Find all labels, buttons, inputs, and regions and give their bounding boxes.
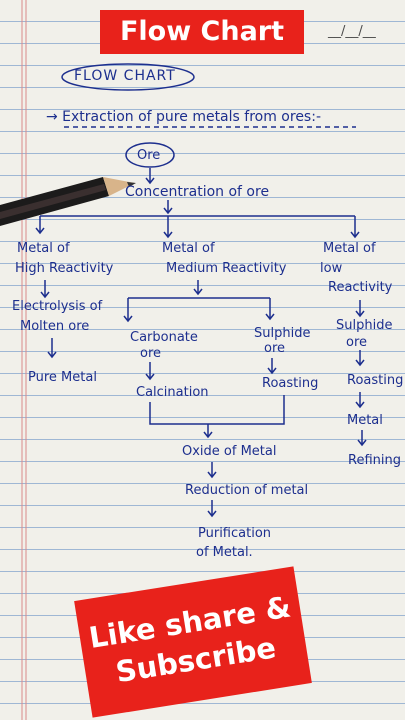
node-refining: Refining (348, 453, 401, 468)
chart-heading: FLOW CHART (74, 68, 176, 84)
ore-oval (125, 142, 175, 168)
node-electrolysis-l1: Electrolysis of (12, 299, 103, 314)
node-high-l2: High Reactivity (15, 261, 114, 276)
node-sulphide-mid-l1: Sulphide (254, 326, 311, 341)
date-mark: __/__/__ (328, 24, 376, 39)
arrow-electrolysis-pure (47, 338, 57, 359)
arrow-low (350, 216, 360, 239)
node-sulphide-low-l2: ore (346, 335, 368, 350)
arrow-purification (207, 500, 217, 518)
arrow-carbonate (123, 298, 133, 323)
node-low-l2: low (320, 261, 343, 276)
node-roasting-mid: Roasting (262, 376, 319, 391)
arrow-calcination (145, 362, 155, 381)
node-carbonate-l2: ore (140, 346, 162, 361)
node-purification-l1: Purification (198, 526, 272, 541)
node-sulphide-low-l1: Sulphide (336, 318, 393, 333)
arrow-low-metal (355, 392, 365, 409)
node-pure-metal: Pure Metal (28, 370, 97, 385)
arrow-low-roasting (355, 350, 365, 367)
node-carbonate-l1: Carbonate (130, 330, 198, 345)
join-line (149, 395, 285, 425)
arrow-roasting-mid (267, 358, 277, 375)
node-oxide: Oxide of Metal (182, 444, 277, 459)
title-banner: Flow Chart (100, 10, 304, 54)
node-high-l1: Metal of (17, 241, 70, 256)
arrow-sulphide-mid (265, 298, 275, 321)
arrow-medium (163, 216, 173, 239)
node-low-l3: Reactivity (328, 280, 393, 295)
node-calcination: Calcination (136, 385, 209, 400)
node-electrolysis-l2: Molten ore (20, 319, 90, 334)
node-purification-l2: of Metal. (196, 545, 253, 560)
arrow-reduction (207, 462, 217, 479)
arrow-concentration-split (163, 200, 173, 215)
node-metal-low: Metal (347, 413, 383, 428)
node-medium-l2: Medium Reactivity (166, 261, 287, 276)
arrow-high (35, 216, 45, 235)
node-ore: Ore (137, 148, 161, 163)
arrow-low-refining (357, 430, 367, 447)
node-sulphide-mid-l2: ore (264, 341, 286, 356)
node-roasting-low: Roasting (347, 373, 404, 388)
node-concentration: Concentration of ore (125, 184, 270, 200)
node-medium-l1: Metal of (162, 241, 215, 256)
arrow-oxide (203, 424, 213, 439)
arrow-low-sulphide (355, 300, 365, 318)
subheading: → Extraction of pure metals from ores:- (46, 109, 321, 125)
arrow-medium-branch (193, 280, 203, 296)
arrow-high-electrolysis (40, 280, 50, 299)
heading-oval (61, 63, 195, 91)
node-low-l1: Metal of (323, 241, 376, 256)
arrow-ore-concentration (145, 168, 155, 185)
node-reduction: Reduction of metal (185, 483, 309, 498)
